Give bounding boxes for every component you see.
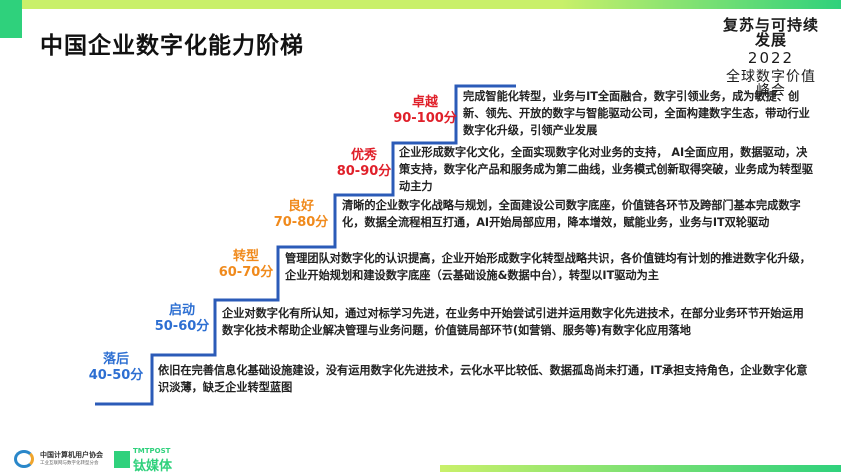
level-range: 60-70分 [218,265,274,281]
level-description-2: 企业对数字化有所认知，通过对标学习先进，在业务中开始尝试引进并运用数字化先进技术… [222,307,804,338]
level-label-5: 优秀 80-90分 [332,148,396,181]
top-accent-bar-left [0,0,560,9]
level-description-3: 管理团队对数字化的认识提高，企业开始形成数字化转型战略共识，各价值链均有计划的推… [285,252,811,283]
level-name: 卓越 [411,95,438,110]
level-name: 转型 [232,249,259,264]
tmtpost-logo-cn: 钛媒体 [133,459,173,474]
footer-accent-bar [440,465,841,472]
level-range: 40-50分 [88,368,144,384]
association-subname: 工业互联网与数字化转型分会 [40,461,99,466]
level-label-3: 转型 60-70分 [214,249,278,282]
staircase-line [95,84,516,406]
level-description-6: 完成智能化转型，业务与IT全面融合，数字引领业务，成为敏捷、创新、领先、开放的数… [463,90,810,138]
tmtpost-logo-en: TMTPOST [133,447,171,455]
level-label-6: 卓越 90-100分 [388,95,462,128]
level-name: 落后 [102,352,129,367]
summit-logo: 复苏与可持续发展 2022 全球数字价值峰会 [721,16,821,99]
tmtpost-logo-icon [114,451,130,468]
level-description-1: 依旧在完善信息化基础设施建设，没有运用数字化先进技术，云化水平比较低、数据孤岛尚… [158,364,808,395]
level-range: 70-80分 [273,215,329,231]
level-range: 50-60分 [154,319,210,335]
summit-logo-year: 2022 [747,49,795,67]
summit-logo-line1: 复苏与可持续发展 [722,16,819,49]
level-range: 90-100分 [393,111,457,127]
level-label-1: 落后 40-50分 [84,352,148,385]
top-accent-bar-right [560,0,841,9]
corner-accent [0,0,22,38]
association-name: 中国计算机用户协会 [40,451,103,459]
level-name: 优秀 [350,148,377,163]
level-name: 良好 [287,199,314,214]
level-label-2: 启动 50-60分 [150,303,214,336]
user-association-logo-icon [14,450,34,468]
level-name: 启动 [168,303,195,318]
summit-logo-line3: 全球数字价值峰会 [726,69,816,99]
level-range: 80-90分 [336,164,392,180]
page-title: 中国企业数字化能力阶梯 [40,33,304,59]
level-label-4: 良好 70-80分 [269,199,333,232]
top-accent-bar [0,0,841,9]
level-description-4: 清晰的企业数字化战略与规划，全面建设公司数字底座，价值链各环节及跨部门基本完成数… [342,199,801,230]
level-description-5: 企业形成数字化文化，全面实现数字化对业务的支持， AI全面应用，数据驱动，决策支… [399,146,813,194]
